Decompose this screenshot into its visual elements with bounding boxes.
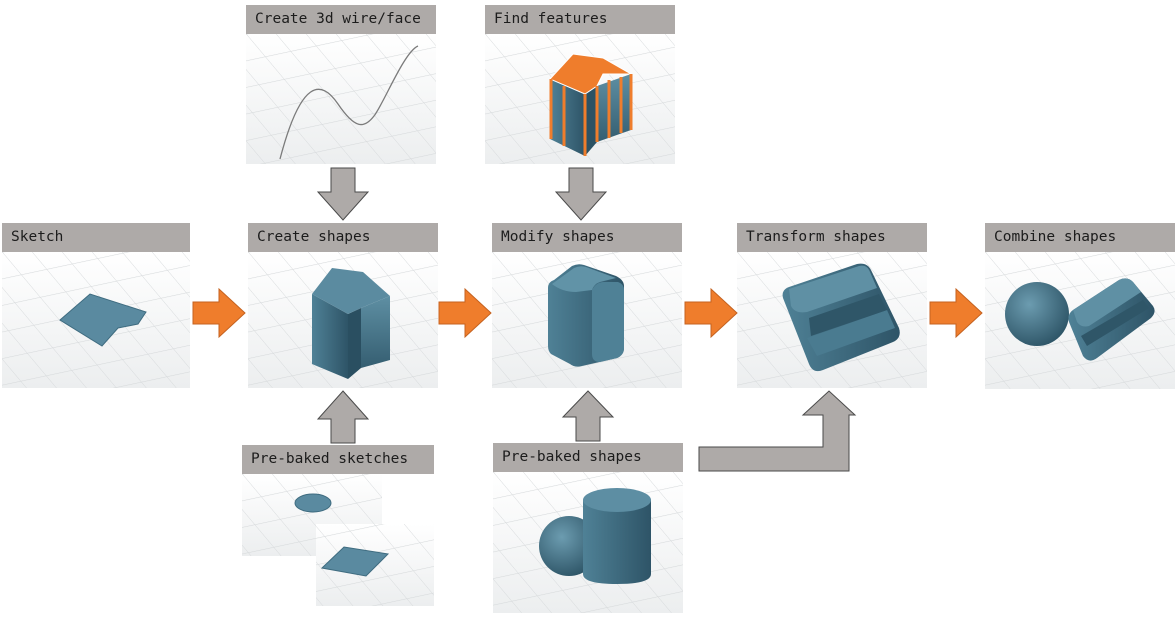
create-shapes-viewport [248,252,438,388]
sketch-profile [59,293,147,347]
input-arrow-wire-to-create [316,167,370,221]
highlighted-prism [549,53,633,156]
prebaked-sketches-label: Pre-baked sketches [242,445,434,474]
input-arrow-sketches-to-create [316,390,370,444]
find-features-viewport [485,34,675,164]
modify-shapes-viewport [492,252,682,388]
filleted-solid [548,264,624,367]
transform-shapes-label: Transform shapes [737,223,927,252]
flow-arrow-modify-to-transform [684,287,738,339]
curve-wire [279,45,419,160]
circle-sketch [294,493,332,513]
extruded-solid [312,268,390,379]
create-wire-node: Create 3d wire/face [246,5,436,164]
sketch-label: Sketch [2,223,190,252]
combine-shapes-node: Combine shapes [985,223,1175,389]
modify-shapes-node: Modify shapes [492,223,682,388]
sketch-node: Sketch [2,223,190,388]
rotated-solid [782,263,900,372]
create-wire-viewport [246,34,436,164]
flow-arrow-transform-to-combine [929,287,983,339]
find-features-node: Find features [485,5,675,164]
prebaked-sketches-node: Pre-baked sketches [242,445,434,606]
combine-shapes-viewport [985,252,1175,389]
primitive-solids [539,488,651,584]
prebaked-sketches-viewport [242,474,434,606]
transform-shapes-node: Transform shapes [737,223,927,388]
flow-arrow-sketch-to-create [192,287,246,339]
prebaked-shapes-viewport [493,472,683,613]
find-features-label: Find features [485,5,675,34]
combined-solid [1005,278,1155,361]
input-arrow-features-to-modify [554,167,608,221]
create-shapes-node: Create shapes [248,223,438,388]
transform-shapes-viewport [737,252,927,388]
input-arrow-shapes-to-modify [561,390,615,442]
prebaked-shapes-label: Pre-baked shapes [493,443,683,472]
input-arrow-shapes-to-transform [698,390,857,472]
sketch-viewport [2,252,190,388]
create-wire-label: Create 3d wire/face [246,5,436,34]
create-shapes-label: Create shapes [248,223,438,252]
prebaked-shapes-node: Pre-baked shapes [493,443,683,613]
rectangle-sketch [320,546,390,577]
flow-arrow-create-to-modify [438,287,492,339]
combine-shapes-label: Combine shapes [985,223,1175,252]
modify-shapes-label: Modify shapes [492,223,682,252]
